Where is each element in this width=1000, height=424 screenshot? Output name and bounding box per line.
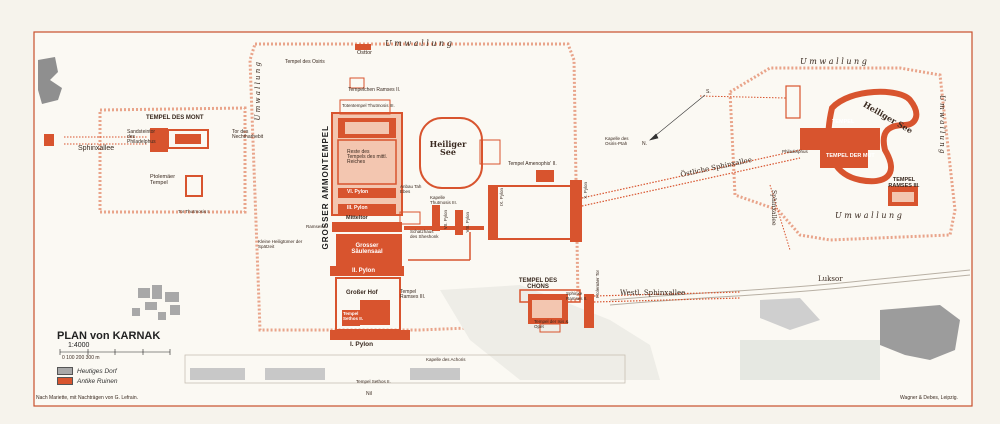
label-tempel-ramses-iii: Tempel Ramses III. — [400, 289, 426, 300]
label-kapelle-thutmosis: Kapelle Thutmosis III. — [430, 195, 458, 205]
credit-right: Wagner & Debes, Leipzig. — [900, 395, 958, 401]
nile-strip-fields — [190, 368, 460, 380]
mont-gate-left — [44, 134, 54, 146]
label-tor-nechtharhebit: Tor des Nechtharhebit — [232, 129, 264, 140]
label-sandsteintor: Sandsteintor des Philadelphus — [127, 129, 156, 145]
scale-ticks: 0 100 200 300 m — [62, 355, 100, 361]
label-heiliger-see: Heiliger See — [429, 139, 467, 157]
label-tempel-mut: TEMPEL DER MUT — [826, 153, 875, 159]
legend-swatch-village — [57, 367, 73, 375]
label-saeulensaal: Grosser Säulensaal — [351, 243, 383, 255]
label-tempel-amenophis: Tempel Amenophis' II. — [508, 161, 557, 167]
label-umwallung-right-bottom: U m w a l l u n g — [835, 211, 902, 220]
label-ptolem-tor: Ptolemäer Tor — [595, 270, 600, 298]
label-pylon-7: VII. Pylon — [443, 210, 448, 230]
legend-label-ruins: Antike Ruinen — [77, 377, 118, 385]
mut-temple — [785, 85, 920, 206]
label-kapelle-osiris-ptah: Kapelle des Osiris-Ptah — [605, 136, 629, 146]
amun-enclosure — [248, 42, 580, 332]
label-tempel-mont: TEMPEL DES MONT — [146, 115, 204, 121]
scale-label: 1:4000 — [68, 342, 90, 349]
label-pylon-9: IX. Pylon — [499, 188, 504, 207]
label-compass-s: S. — [706, 89, 711, 95]
label-tempel-sethos-ii: Tempel Sethos II. — [343, 311, 364, 321]
label-grosser-hof: Großer Hof — [346, 290, 378, 296]
label-pylon-3: III. Pylon — [347, 205, 368, 211]
label-umwallung-right-side: U m w a l l u n g — [938, 95, 946, 154]
legend-label-village: Heutiges Dorf — [77, 367, 117, 375]
label-pylon-8: VIII. Pylon — [465, 212, 470, 233]
village-left-top — [38, 57, 62, 104]
label-tempel-sethos-kai: Tempel Sethos II. — [356, 379, 391, 384]
label-sphinxallee-left: Sphinxallee — [78, 145, 115, 152]
label-tempel-chons: TEMPEL DES CHONS — [518, 278, 558, 290]
label-sphinxallee-right: Sphinxallee — [770, 190, 777, 226]
compass — [649, 94, 706, 141]
label-umwallung-right-top: U m w a l l u n g — [800, 57, 867, 66]
label-nil: Nil — [366, 391, 372, 397]
label-tor-thutmosis: Tor Thutmosis I. — [178, 209, 210, 214]
southern-axis — [399, 170, 582, 242]
label-sphinx-ramses: Sphinxe Ramses II. — [566, 291, 588, 301]
mut-enclosure — [728, 66, 957, 242]
khonsu-temple — [519, 289, 594, 333]
label-anbau: Anbau Tah Ebes — [400, 184, 422, 194]
lake-building — [479, 139, 501, 165]
label-osttor: Osttor — [357, 50, 372, 56]
label-pylon-6: VI. Pylon — [347, 189, 369, 195]
label-pylon-1: I. Pylon — [350, 341, 374, 348]
south-processional — [408, 232, 471, 261]
label-schatzhaus: Schatzhaus des Sheshonk — [410, 229, 439, 239]
label-tempelchen-ramses: Tempelchen Ramses II. — [348, 87, 401, 93]
label-ptolemaeer: Ptolemäer Tempel — [150, 174, 176, 186]
label-tempel-mut-a: TEMPEL — [832, 119, 855, 125]
legend-village: Heutiges Dorf — [57, 367, 117, 375]
label-reste: Reste des Tempels des mittl. Reiches — [347, 149, 388, 165]
label-tempel-ramses-right: TEMPEL RAMSES III. — [888, 177, 920, 189]
mont-temple — [150, 128, 209, 197]
legend-swatch-ruins — [57, 377, 73, 385]
east-sphinx-avenue — [581, 149, 801, 207]
mont-enclosure — [98, 106, 247, 214]
label-pylon-10: X. Pylon — [583, 182, 588, 199]
nile-strip — [184, 354, 626, 384]
label-pylon-2: II. Pylon — [352, 268, 376, 274]
west-sphinx-avenue — [593, 291, 741, 303]
label-tempel-osiris: Tempel des Osiris — [285, 59, 325, 65]
label-umwallung-left: U m w a l l u n g — [254, 62, 262, 121]
amun-temple — [330, 44, 410, 340]
label-mitteltor: Mitteltor — [346, 215, 368, 221]
scale-bar — [59, 349, 171, 355]
label-luksor: Luksor — [818, 275, 843, 283]
sacred-lake — [419, 117, 483, 189]
mut-sphinx-path — [699, 95, 791, 251]
label-philadelphus: Philadelphus — [782, 149, 808, 154]
label-kapelle-achoris: Kapelle des Achoris — [426, 357, 466, 362]
label-westl-sphinxallee: Westl. Sphinxallee — [620, 289, 686, 297]
luksor-road — [609, 269, 971, 306]
village-clusters — [132, 285, 960, 360]
map-title: PLAN von KARNAK — [57, 330, 161, 342]
legend-ruins: Antike Ruinen — [57, 377, 117, 385]
mont-sphinxallee — [64, 136, 148, 145]
label-totentempel: Totentempel Thutmosis III. — [342, 103, 395, 108]
label-kleine-heiligtuemer: Kleine Heiligtümer der Spätzeit — [258, 239, 303, 249]
wash-area — [740, 340, 880, 380]
credit-left: Nach Mariette, mit Nachträgen von G. Lef… — [36, 395, 138, 401]
label-ramses-ii: Ramses II. — [306, 224, 328, 229]
label-tempel-opet: Tempel der Isis & Opet — [534, 319, 569, 329]
label-compass-n: N. — [642, 141, 647, 147]
label-umwallung-top: U m w a l l u n g — [385, 39, 452, 48]
label-grosser-ammontempel: GROSSER AMMONTEMPEL — [321, 125, 330, 250]
